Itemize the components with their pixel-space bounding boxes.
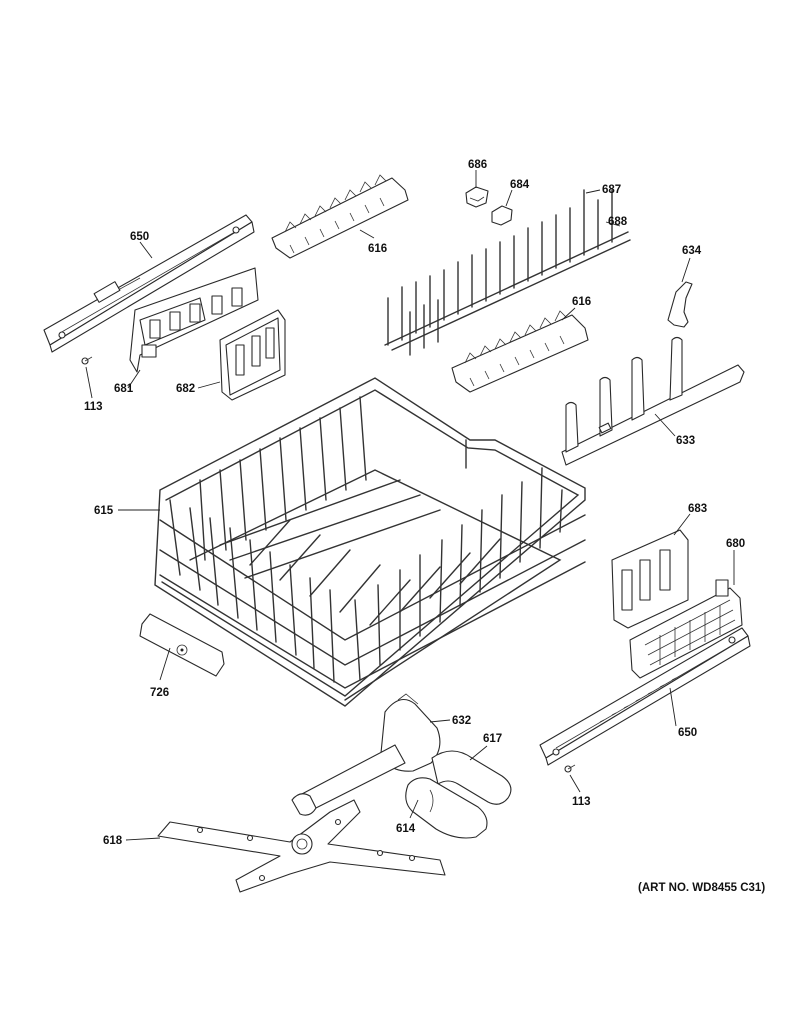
callout-684: 684 (510, 179, 530, 191)
tine-row-616-top (271, 174, 409, 259)
callout-726: 726 (150, 687, 169, 699)
callout-683: 683 (688, 503, 707, 515)
tine-row-616-lower (451, 310, 589, 393)
callout-687: 687 (602, 184, 621, 196)
callout-labels: 650 616 686 684 687 688 634 616 681 682 … (84, 159, 745, 847)
spray-arm-618 (157, 799, 446, 893)
callout-688: 688 (608, 216, 628, 228)
slide-rail-left (43, 214, 255, 353)
callout-113-right: 113 (572, 796, 591, 808)
callout-686: 686 (468, 159, 487, 171)
rack-adjuster-683 (611, 529, 689, 629)
callout-616-lower: 616 (572, 296, 591, 308)
rack-adjuster-681 (129, 267, 259, 373)
upper-rack-615 (154, 377, 586, 707)
screw-113-right (564, 764, 576, 773)
slide-rail-right (539, 627, 751, 766)
clip-634 (667, 281, 693, 328)
callout-113-left: 113 (84, 401, 103, 413)
manifold-614 (405, 777, 488, 839)
callout-615: 615 (94, 505, 114, 517)
callout-617: 617 (483, 733, 502, 745)
callout-634: 634 (682, 245, 702, 257)
water-conduit-632 (291, 693, 441, 816)
callout-682: 682 (176, 383, 195, 395)
callout-650-right: 650 (678, 727, 697, 739)
tine-rack-687-688 (384, 189, 631, 356)
callout-680: 680 (726, 538, 745, 550)
callout-618: 618 (103, 835, 123, 847)
screw-113-left (81, 356, 93, 365)
leader-lines (85, 170, 735, 841)
callout-681: 681 (114, 383, 134, 395)
art-number: (ART NO. WD8455 C31) (638, 882, 765, 894)
clip-684 (491, 205, 513, 226)
rack-adjuster-680 (629, 579, 743, 679)
nameplate-726 (139, 613, 225, 677)
callout-632: 632 (452, 715, 471, 727)
callout-633: 633 (676, 435, 695, 447)
spray-bar-633 (561, 336, 745, 466)
callout-616-top: 616 (368, 243, 387, 255)
callout-650-top: 650 (130, 231, 149, 243)
clip-686 (465, 186, 489, 208)
hose-617 (431, 750, 512, 805)
rack-adjuster-cover-682 (219, 309, 286, 401)
callout-614: 614 (396, 823, 416, 835)
